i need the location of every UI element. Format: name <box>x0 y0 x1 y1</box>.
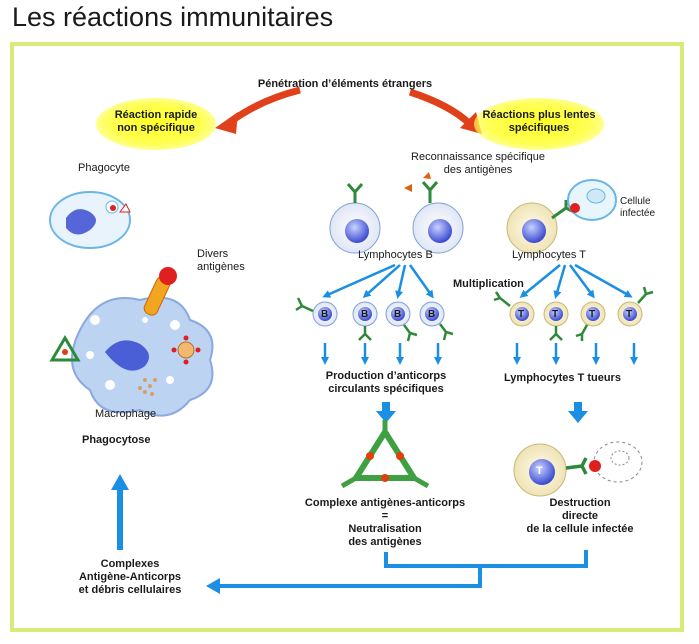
label-complexes-line1: Complexes <box>100 558 160 570</box>
t-letter-1: T <box>518 309 525 320</box>
b-multiplication-arrows <box>322 263 434 299</box>
label-destruction-line1: Destruction <box>549 497 611 509</box>
label-destruction: Destruction directe de la cellule infect… <box>505 497 655 536</box>
return-arrows <box>218 550 588 588</box>
label-multiplication: Multiplication <box>453 278 524 290</box>
t-production-arrows <box>513 343 638 365</box>
antigen-antibody-complex <box>340 420 430 489</box>
label-lymphocytes-b: Lymphocytes B <box>358 249 433 261</box>
t-clones <box>493 286 654 341</box>
phagocyte-cell <box>49 191 131 249</box>
label-complexes-debris: Complexes Antigène-Anticorps et débris c… <box>60 558 200 597</box>
lymphocyte-b-cell-2 <box>404 172 464 254</box>
label-production-line2: circulants spécifiques <box>328 383 444 395</box>
label-destruction-line3: de la cellule infectée <box>526 523 634 535</box>
highlight-rapid <box>96 98 216 150</box>
b-clones <box>295 297 454 342</box>
b-production-arrows <box>321 343 442 365</box>
label-infected-cell: Cellule infectée <box>620 196 655 220</box>
label-phagocytose: Phagocytose <box>82 434 151 446</box>
label-complexe-line3: Neutralisation <box>348 523 422 535</box>
arrow-to-complexe <box>376 402 396 423</box>
label-complexe-line2: = <box>381 510 389 522</box>
lymphocyte-t-cell <box>506 200 575 254</box>
b-letter-2: B <box>361 309 369 320</box>
label-recognition: Reconnaissance spécifique des antigènes <box>388 151 568 177</box>
label-complexe: Complexe antigènes-anticorps = Neutralis… <box>270 497 500 549</box>
label-divers-line2: antigènes <box>197 261 245 273</box>
debris <box>138 378 157 396</box>
page-title: Les réactions immunitaires <box>12 2 334 32</box>
label-complexes-line3: et débris cellulaires <box>78 584 182 596</box>
t-letter-3: T <box>589 309 596 320</box>
label-recognition-line1: Reconnaissance spécifique <box>411 151 545 163</box>
b-letter-1: B <box>321 309 329 320</box>
t-letter-4: T <box>626 309 633 320</box>
lymphocyte-b-cell-1 <box>329 183 381 254</box>
red-arrow-left <box>215 86 301 134</box>
label-production-line1: Production d’anticorps <box>325 370 447 382</box>
label-lymphocytes-t: Lymphocytes T <box>512 249 586 261</box>
label-complexes-line2: Antigène-Anticorps <box>78 571 182 583</box>
return-arrowhead <box>206 578 220 594</box>
label-divers-line1: Divers <box>197 248 229 260</box>
label-recognition-line2: des antigènes <box>443 164 513 176</box>
killer-t-destruction <box>513 441 643 497</box>
t-multiplication-arrows <box>519 263 633 299</box>
highlight-slow <box>474 98 604 150</box>
antigen-triangle-left <box>49 335 81 362</box>
label-divers-antigenes: Divers antigènes <box>197 248 245 274</box>
infected-cell <box>567 179 617 221</box>
t-letter-killer: T <box>536 465 543 477</box>
label-slow: Réactions plus lentes spécifiques <box>470 109 608 135</box>
label-macrophage: Macrophage <box>95 408 157 420</box>
macrophage-cell <box>71 267 214 417</box>
label-infected-line1: Cellule <box>620 196 651 207</box>
label-rapid-line2: non spécifique <box>117 122 195 134</box>
label-slow-line1: Réactions plus lentes <box>482 109 596 121</box>
b-letter-4: B <box>428 309 436 320</box>
label-slow-line2: spécifiques <box>508 122 570 134</box>
b-letter-3: B <box>394 309 402 320</box>
label-rapid: Réaction rapide non spécifique <box>100 109 212 135</box>
label-infected-line2: infectée <box>620 208 656 219</box>
label-penetration: Pénétration d’éléments étrangers <box>257 78 433 90</box>
label-complexe-line1: Complexe antigènes-anticorps <box>304 497 466 509</box>
label-production: Production d’anticorps circulants spécif… <box>296 370 476 396</box>
label-complexe-line4: des antigènes <box>348 536 422 548</box>
arrow-to-destruction <box>568 402 588 423</box>
label-rapid-line1: Réaction rapide <box>114 109 198 121</box>
antigen-virus-right <box>171 335 201 365</box>
label-phagocyte: Phagocyte <box>78 162 130 174</box>
label-tueurs: Lymphocytes T tueurs <box>504 372 621 384</box>
up-arrow-phagocytose <box>111 474 129 550</box>
label-destruction-line2: directe <box>561 510 599 522</box>
t-letter-2: T <box>552 309 559 320</box>
